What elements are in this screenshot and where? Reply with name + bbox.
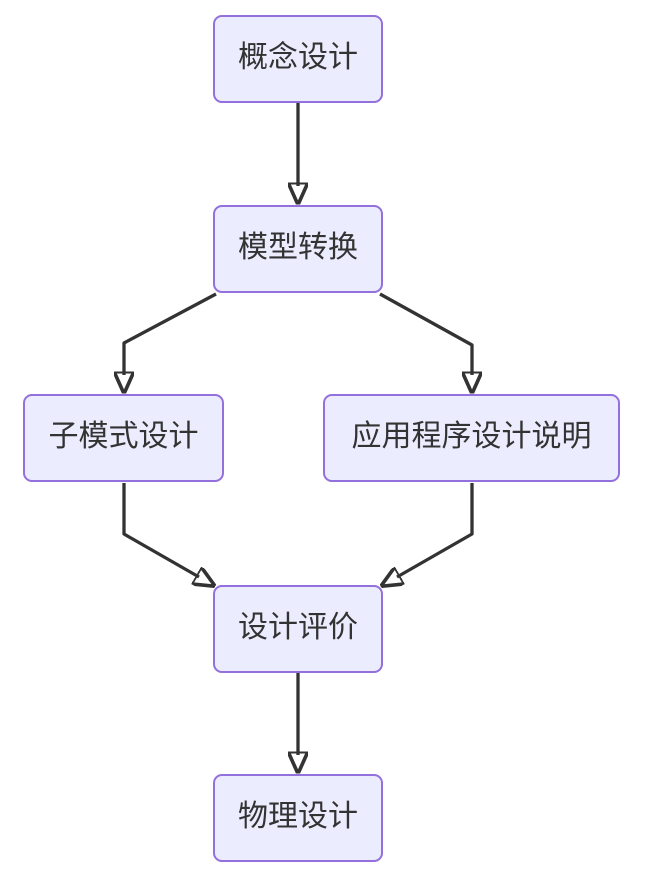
- edge-subschema-to-evaluation: [122, 483, 199, 577]
- node-label: 应用程序设计说明: [351, 420, 592, 453]
- node-model-transformation: 模型转换: [213, 205, 383, 293]
- edge-application-spec-to-evaluation: [397, 483, 474, 577]
- node-subschema-design: 子模式设计: [23, 394, 224, 482]
- node-design-evaluation: 设计评价: [213, 585, 383, 673]
- node-label: 模型转换: [238, 231, 358, 264]
- edge-transformation-to-application-spec: [379, 292, 472, 375]
- node-label: 子模式设计: [48, 420, 199, 453]
- node-label: 概念设计: [238, 41, 358, 74]
- node-application-design-spec: 应用程序设计说明: [323, 394, 620, 482]
- node-conceptual-design: 概念设计: [213, 15, 383, 103]
- node-physical-design: 物理设计: [213, 774, 383, 862]
- node-label: 设计评价: [238, 611, 358, 644]
- edge-transformation-to-subschema: [124, 292, 217, 375]
- node-label: 物理设计: [238, 800, 358, 833]
